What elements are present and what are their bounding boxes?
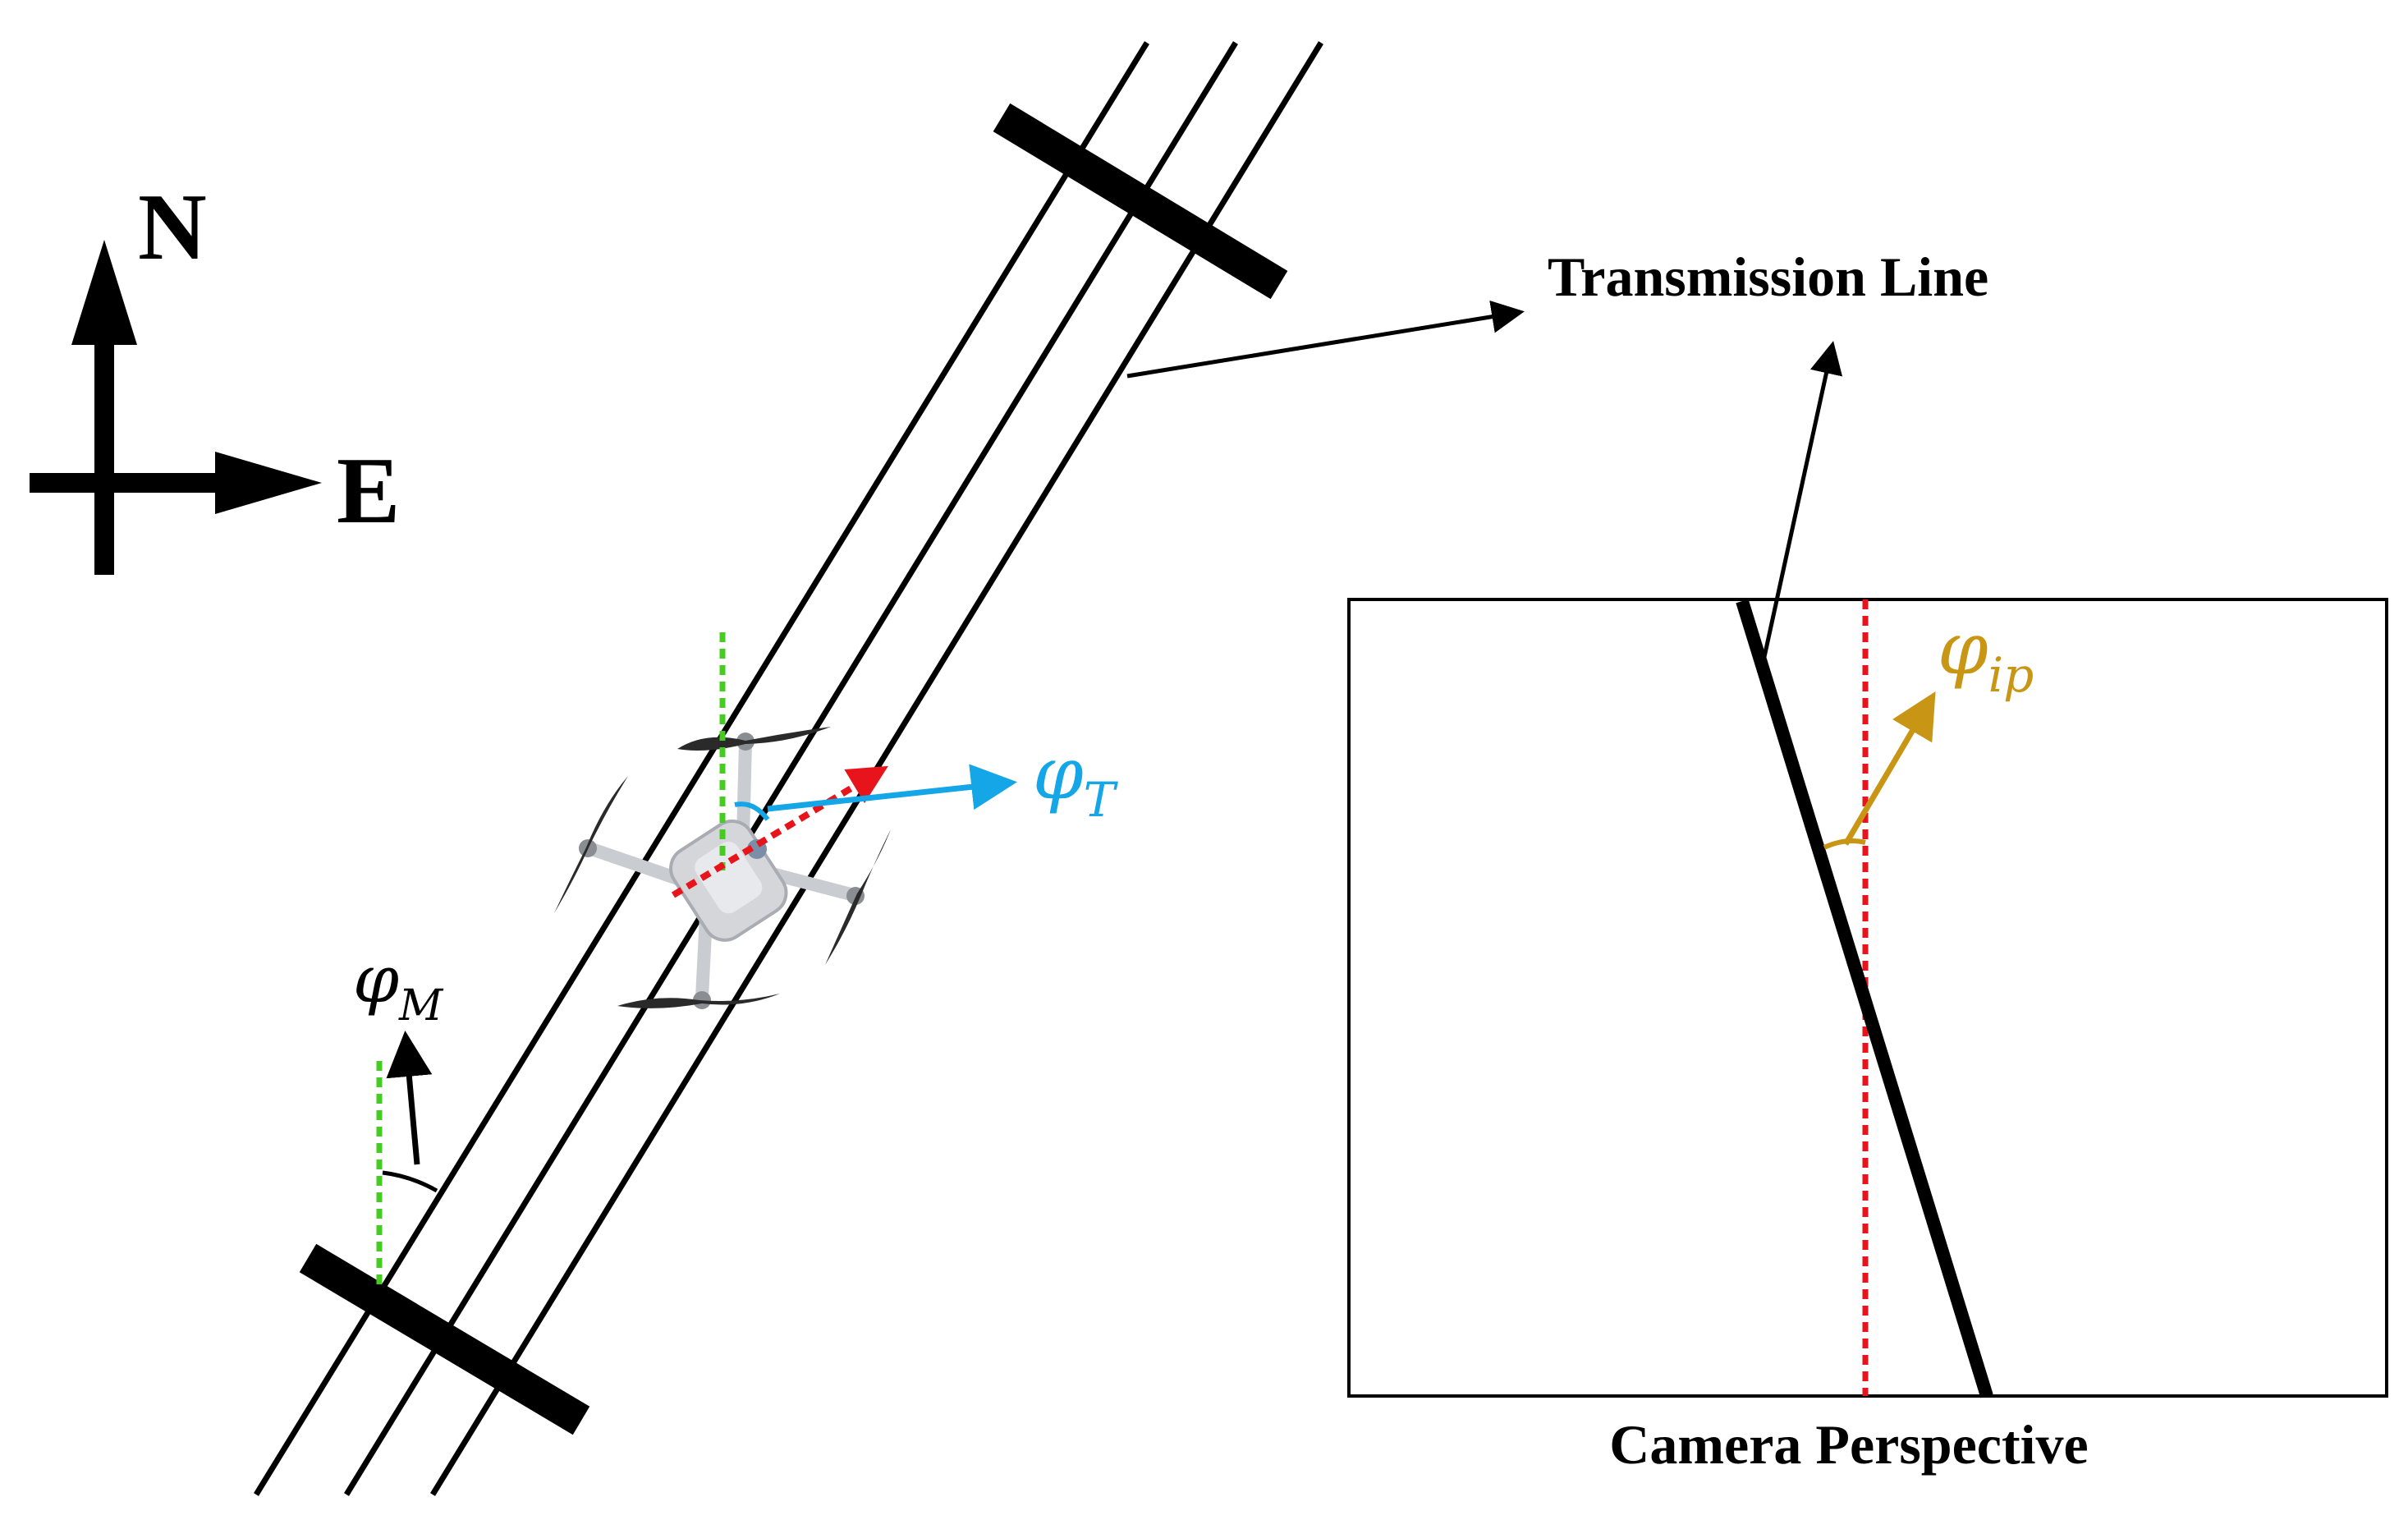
detected-transmission-line (1736, 599, 1993, 1398)
phi-t-symbol: φ (1033, 731, 1084, 815)
compass: N E (30, 175, 400, 575)
phi-ip-symbol: φ (1938, 606, 1988, 691)
phi-m-symbol: φ (353, 941, 399, 1017)
phi-m-angle-arc (382, 1170, 438, 1193)
phi-m-subscript: M (398, 981, 444, 1031)
transmission-line-wires (254, 41, 1323, 1496)
drone-heading-line (671, 765, 888, 898)
phi-m-arrow (386, 1031, 433, 1165)
phi-t-indicator: φT (671, 632, 1119, 898)
phi-ip-subscript: ip (1988, 647, 2034, 703)
phi-t-arrow (767, 764, 1017, 812)
east-arrow-icon (215, 452, 322, 514)
propeller-icon (825, 829, 891, 965)
phi-ip-label: φip (1938, 606, 2034, 703)
propeller-icon (677, 727, 831, 751)
propeller-icon (617, 994, 780, 1008)
propeller-icon (554, 776, 628, 913)
north-arrow-icon (71, 240, 137, 345)
transmission-line-pointer (1126, 300, 1525, 379)
phi-t-angle-arc (734, 801, 770, 821)
inset-line-pointer (1762, 341, 1843, 658)
north-label: N (138, 175, 207, 280)
east-label: E (337, 439, 400, 544)
camera-perspective-label: Camera Perspective (1609, 1413, 2088, 1476)
drone-top-panel (695, 841, 763, 914)
camera-perspective-inset: φip Camera Perspective (1347, 598, 2388, 1476)
phi-m-indicator: φM (353, 941, 444, 1288)
phi-t-label: φT (1033, 731, 1119, 828)
drone-propellers (554, 727, 891, 1008)
transmission-line-label: Transmission Line (1548, 246, 1988, 308)
drone (554, 727, 891, 1009)
wire-left (254, 41, 1149, 1496)
phi-m-label: φM (353, 941, 444, 1031)
phi-ip-arrow (1842, 691, 1936, 846)
wire-right (430, 41, 1323, 1496)
phi-t-subscript: T (1084, 772, 1119, 828)
wire-middle (344, 41, 1238, 1496)
crossarm-bottom (299, 1243, 590, 1435)
crossarm-top (993, 103, 1288, 300)
